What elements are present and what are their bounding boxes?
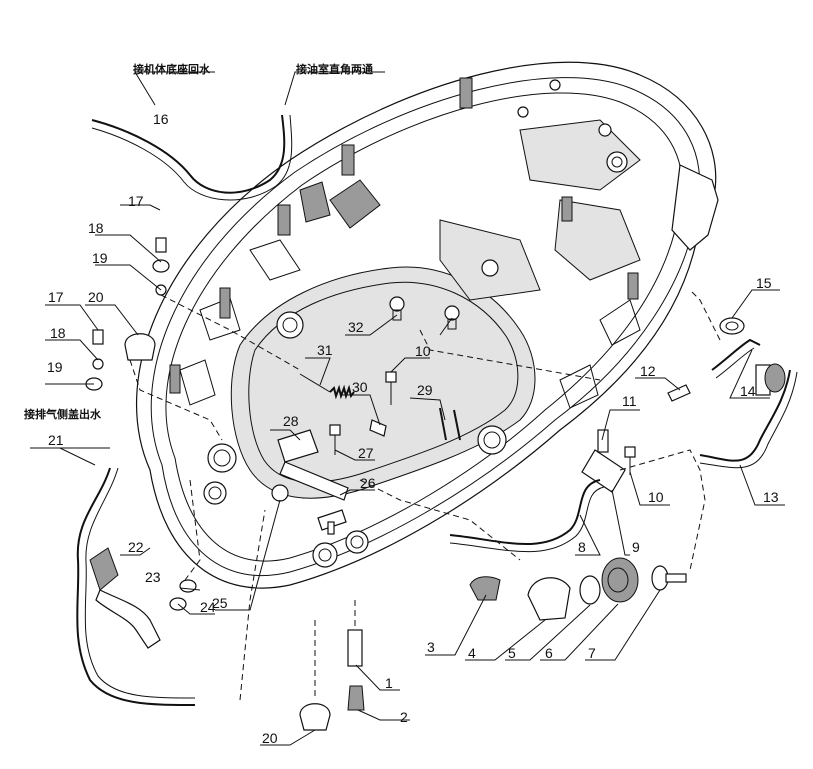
- callout-6: 6: [545, 645, 553, 661]
- callout-20-upper: 20: [88, 289, 104, 305]
- return-water-annotation: 接机体底座回水: [133, 62, 211, 76]
- callout-1: 1: [385, 675, 393, 691]
- callout-26: 26: [360, 475, 376, 491]
- exploded-bottom-parts: [85, 237, 786, 731]
- callout-13: 13: [763, 489, 779, 505]
- callout-8: 8: [578, 539, 586, 555]
- callout-2: 2: [400, 709, 408, 725]
- callout-10-upper: 10: [415, 343, 431, 359]
- callout-18-lower: 18: [50, 325, 66, 341]
- callout-24: 24: [200, 599, 216, 615]
- callout-17-upper: 17: [128, 193, 144, 209]
- callout-17-lower: 17: [48, 289, 64, 305]
- callout-9: 9: [632, 539, 640, 555]
- callout-15: 15: [756, 275, 772, 291]
- callout-10-lower: 10: [648, 489, 664, 505]
- callout-28: 28: [283, 413, 299, 429]
- assembly-lines: [129, 289, 721, 701]
- callout-5: 5: [508, 645, 516, 661]
- leader-lines: [30, 71, 785, 746]
- hoses: [76, 114, 798, 706]
- callout-21: 21: [48, 432, 64, 448]
- internal-parts: [271, 296, 691, 535]
- callout-30: 30: [352, 379, 368, 395]
- callout-27: 27: [358, 445, 374, 461]
- callout-18-upper: 18: [88, 220, 104, 236]
- callout-numbers: 1 2 3 4 5 6 7 8 9 10 10 11 12 13 14 15 1…: [47, 111, 779, 746]
- callout-14: 14: [740, 383, 756, 399]
- lower-cowling-housing: [136, 61, 719, 589]
- callout-22: 22: [128, 539, 144, 555]
- callout-31: 31: [317, 342, 333, 358]
- callout-29: 29: [417, 382, 433, 398]
- callout-11: 11: [622, 393, 637, 409]
- oil-chamber-annotation: 接油室直角两通: [296, 62, 373, 76]
- callout-3: 3: [427, 639, 435, 655]
- callout-19-lower: 19: [47, 359, 63, 375]
- callout-12: 12: [640, 363, 656, 379]
- callout-4: 4: [468, 645, 476, 661]
- callout-19-upper: 19: [92, 250, 108, 266]
- callout-20-lower: 20: [262, 730, 278, 746]
- callout-16: 16: [153, 111, 169, 127]
- callout-32: 32: [348, 319, 364, 335]
- exhaust-outlet-annotation: 接排气侧盖出水: [24, 407, 102, 421]
- callout-7: 7: [588, 645, 596, 661]
- callout-25: 25: [212, 595, 228, 611]
- callout-23: 23: [145, 569, 161, 585]
